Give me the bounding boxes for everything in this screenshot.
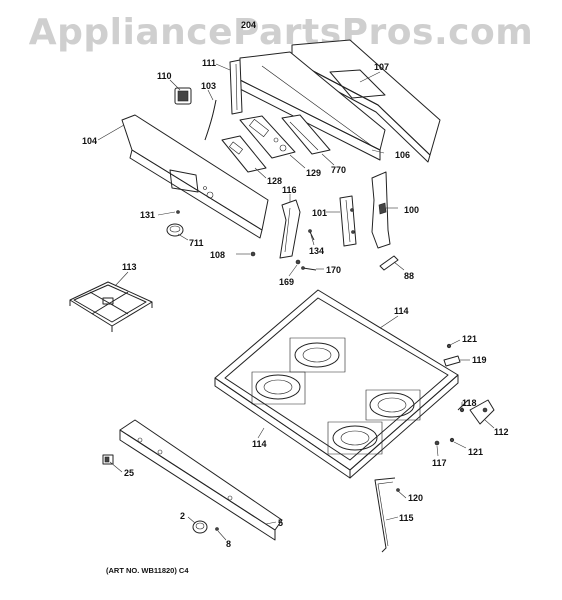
part-120-screw [396, 488, 400, 492]
part-128-overlay [221, 135, 267, 173]
label-117: 117 [432, 458, 447, 468]
part-101-bracket [339, 195, 357, 247]
label-120: 120 [408, 493, 424, 503]
part-2-knob [192, 520, 208, 534]
label-100: 100 [404, 205, 420, 215]
label-25: 25 [124, 468, 135, 478]
label-170: 170 [326, 265, 342, 275]
label-110: 110 [157, 71, 172, 81]
part-118-spring [457, 399, 469, 413]
label-169: 169 [279, 277, 295, 287]
label-112: 112 [494, 427, 509, 437]
part-116-bracket [279, 199, 301, 259]
label-2: 2 [180, 511, 186, 521]
part-25-clip [102, 454, 114, 465]
label-711: 711 [189, 238, 204, 248]
label-116: 116 [282, 185, 297, 195]
part-114-cooktop [214, 289, 459, 479]
part-111-bracket [229, 59, 243, 115]
label-134: 134 [309, 246, 325, 256]
label-770: 770 [331, 165, 347, 175]
label-129: 129 [306, 168, 322, 178]
part-110-switch [174, 87, 192, 105]
part-121-screw-top [446, 343, 452, 349]
part-119-clip [443, 355, 461, 367]
label-104: 104 [82, 136, 98, 146]
label-88: 88 [404, 271, 415, 281]
label-106: 106 [395, 150, 411, 160]
label-114-bottom: 114 [252, 439, 267, 449]
label-113: 113 [122, 262, 137, 272]
part-134-screw [308, 229, 315, 241]
part-170-169-hardware [295, 259, 317, 271]
label-5: 5 [278, 518, 284, 528]
label-108: 108 [210, 250, 226, 260]
label-204: 204 [241, 20, 257, 30]
label-115: 115 [399, 513, 414, 523]
part-121-screw-bottom [449, 437, 455, 443]
part-104-control-panel [121, 114, 269, 239]
label-114-top: 114 [394, 306, 409, 316]
part-711-knob [166, 210, 184, 237]
part-103-tube [204, 99, 217, 141]
part-129-control-board [239, 115, 296, 159]
part-8-clip [215, 527, 219, 531]
label-121-bottom: 121 [468, 447, 484, 457]
art-number: (ART NO. WB11820) C4 [106, 566, 189, 575]
label-128: 128 [267, 176, 283, 186]
part-115-rod [374, 477, 396, 553]
part-770-panel [281, 114, 331, 155]
label-118: 118 [462, 398, 477, 408]
part-108-screw [250, 251, 256, 257]
leader-lines [97, 63, 495, 541]
part-117-nut [434, 440, 440, 446]
part-112-hinge [469, 399, 495, 425]
part-100-end-cap [371, 171, 391, 249]
label-119: 119 [472, 355, 487, 365]
label-107: 107 [374, 62, 390, 72]
part-113-grate [69, 281, 153, 332]
part-5-manifold-panel [119, 419, 283, 541]
label-111: 111 [202, 58, 217, 68]
part-88-clip [379, 255, 399, 271]
label-103: 103 [201, 81, 217, 91]
label-8: 8 [226, 539, 232, 549]
label-131: 131 [140, 210, 156, 220]
label-101: 101 [312, 208, 328, 218]
watermark: AppliancePartsPros.com [28, 12, 534, 53]
label-121-top: 121 [462, 334, 478, 344]
